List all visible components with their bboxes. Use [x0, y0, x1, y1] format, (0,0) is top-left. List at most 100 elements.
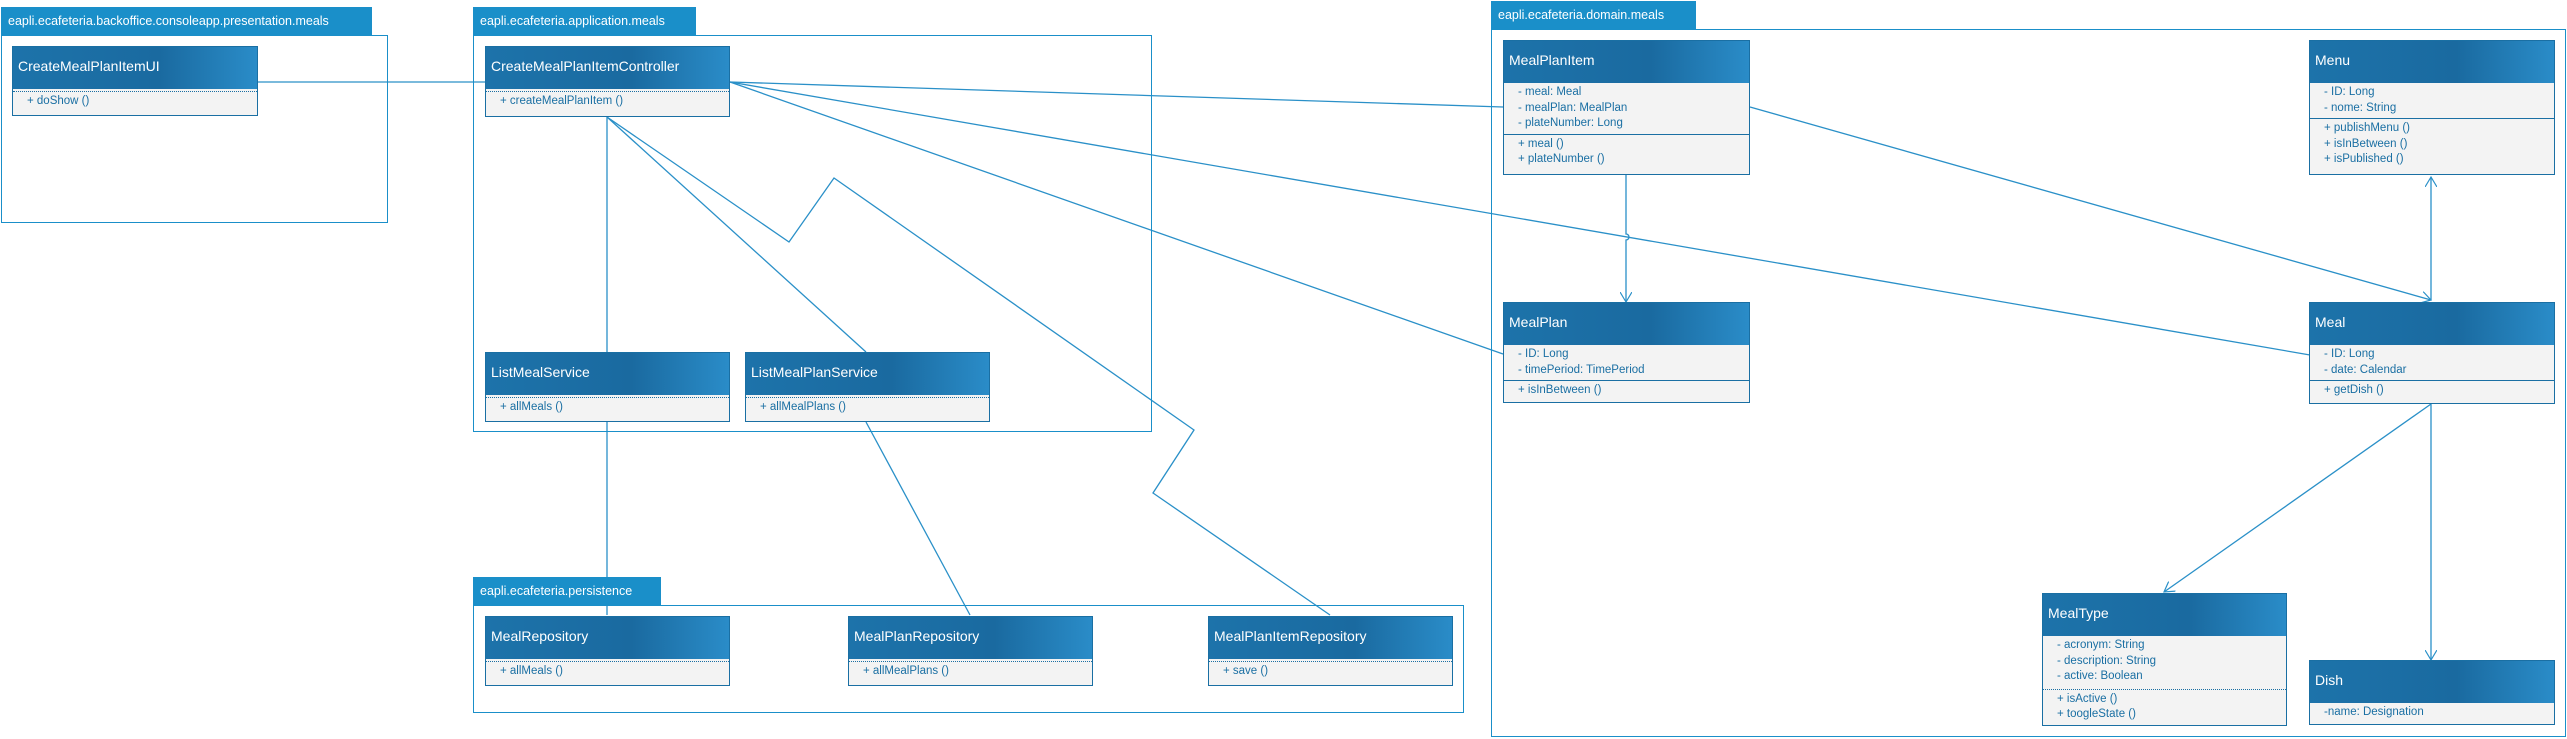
- controller-mealplan-link: [729, 81, 1504, 355]
- class-name: MealPlanItemRepository: [1209, 617, 1452, 659]
- methods: + isInBetween (): [1504, 381, 1749, 401]
- attributes: - meal: Meal - mealPlan: MealPlan - plat…: [1504, 83, 1749, 134]
- attribute: - mealPlan: MealPlan: [1518, 101, 1628, 114]
- method: + publishMenu (): [2324, 122, 2410, 134]
- attribute: - ID: Long: [1518, 348, 1569, 360]
- methods: + doShow (): [13, 92, 257, 112]
- methods: + allMealPlans (): [849, 662, 1092, 682]
- class-name: MealType: [2043, 594, 2286, 636]
- presentation-package-label: eapli.ecafeteria.backoffice.consoleapp.p…: [1, 7, 372, 35]
- class-name: Meal: [2310, 303, 2554, 345]
- attribute: - active: Boolean: [2057, 670, 2143, 682]
- divider: [2043, 688, 2286, 690]
- divider: [746, 397, 989, 398]
- attributes: - acronym: String - description: String …: [2043, 636, 2286, 687]
- method: + isPublished (): [2324, 153, 2404, 165]
- class-name: ListMealService: [486, 353, 729, 395]
- attributes: - ID: Long - date: Calendar: [2310, 345, 2554, 380]
- application-package-frame: [473, 35, 1152, 432]
- class-name: MealPlanItem: [1504, 41, 1749, 83]
- methods: + allMeals (): [486, 398, 729, 418]
- divider: [13, 91, 257, 92]
- mealplanitem-meal-arrow: [1749, 106, 2431, 300]
- class-name: MealRepository: [486, 617, 729, 659]
- divider: [1504, 133, 1749, 135]
- methods: + isActive () + toogleState (): [2043, 690, 2286, 725]
- persistence-package-label: eapli.ecafeteria.persistence: [473, 577, 661, 605]
- attribute: - ID: Long: [2324, 348, 2375, 360]
- mealplanitem-mealplan-arrow: [1626, 175, 1629, 302]
- attribute: - plateNumber: Long: [1518, 117, 1623, 129]
- method: + createMealPlanItem (): [500, 95, 624, 107]
- attribute: - ID: Long: [2324, 86, 2375, 98]
- list-meal-plan-service-class[interactable]: ListMealPlanService + allMealPlans (): [745, 352, 990, 422]
- persistence-package-frame: [473, 605, 1464, 713]
- presentation-package-frame: [1, 35, 388, 223]
- meal-mealtype-arrow: [2164, 403, 2432, 592]
- divider: [2310, 118, 2554, 119]
- attribute: - acronym: String: [2057, 639, 2145, 651]
- divider: [486, 91, 729, 92]
- method: + allMeals (): [500, 665, 563, 677]
- methods: + allMeals (): [486, 662, 729, 682]
- controller-mealplanitem-link: [729, 81, 1504, 108]
- menu-class[interactable]: Menu - ID: Long - nome: String + publish…: [2309, 40, 2555, 175]
- divider: [1209, 661, 1452, 662]
- methods: + allMealPlans (): [746, 398, 989, 418]
- controller-meal-link: [729, 81, 2311, 356]
- method: + plateNumber (): [1518, 153, 1605, 165]
- meal-plan-class[interactable]: MealPlan - ID: Long - timePeriod: TimePe…: [1503, 302, 1750, 403]
- controller-mealplanitemrepository-link: [606, 116, 1331, 616]
- methods: + getDish (): [2310, 381, 2554, 401]
- listmealplanservice-mealplanrepository-link: [865, 421, 971, 616]
- attribute: - meal: Meal: [1518, 86, 1582, 98]
- method: + getDish (): [2324, 384, 2384, 396]
- attributes: -name: Designation: [2310, 703, 2554, 723]
- method: + meal (): [1518, 137, 1564, 150]
- methods: + save (): [1209, 662, 1452, 682]
- method: + allMealPlans (): [760, 401, 846, 413]
- method: + toogleState (): [2057, 708, 2136, 720]
- class-name: Menu: [2310, 41, 2554, 83]
- attribute: - description: String: [2057, 654, 2157, 667]
- method: + doShow (): [27, 95, 90, 107]
- class-name: CreateMealPlanItemController: [486, 47, 729, 89]
- attribute: - date: Calendar: [2324, 363, 2407, 376]
- method: + allMealPlans (): [863, 665, 949, 677]
- method: + save (): [1223, 665, 1269, 677]
- class-name: MealPlan: [1504, 303, 1749, 345]
- meal-plan-repository-class[interactable]: MealPlanRepository + allMealPlans (): [848, 616, 1093, 686]
- attribute: -name: Designation: [2324, 706, 2424, 718]
- application-package-label: eapli.ecafeteria.application.meals: [473, 7, 696, 35]
- attribute: - nome: String: [2324, 101, 2397, 114]
- domain-package-label: eapli.ecafeteria.domain.meals: [1491, 1, 1696, 29]
- attributes: - ID: Long - nome: String: [2310, 83, 2554, 118]
- attribute: - timePeriod: TimePeriod: [1518, 363, 1645, 376]
- class-name: Dish: [2310, 661, 2554, 703]
- meal-class[interactable]: Meal - ID: Long - date: Calendar + getDi…: [2309, 302, 2555, 404]
- divider: [486, 397, 729, 398]
- class-name: ListMealPlanService: [746, 353, 989, 395]
- class-name: MealPlanRepository: [849, 617, 1092, 659]
- list-meal-service-class[interactable]: ListMealService + allMeals (): [485, 352, 730, 422]
- method: + allMeals (): [500, 401, 563, 413]
- dish-class[interactable]: Dish -name: Designation: [2309, 660, 2555, 725]
- method: + isInBetween (): [1518, 384, 1602, 396]
- controller-listmealplanservice-link: [606, 116, 867, 353]
- methods: + createMealPlanItem (): [486, 92, 729, 112]
- method: + isInBetween (): [2324, 137, 2408, 150]
- methods: + publishMenu () + isInBetween () + isPu…: [2310, 119, 2554, 170]
- divider: [1504, 380, 1749, 381]
- create-meal-plan-item-ui-class[interactable]: CreateMealPlanItemUI + doShow (): [12, 46, 258, 116]
- methods: + meal () + plateNumber (): [1504, 135, 1749, 170]
- attributes: - ID: Long - timePeriod: TimePeriod: [1504, 345, 1749, 380]
- meal-plan-item-class[interactable]: MealPlanItem - meal: Meal - mealPlan: Me…: [1503, 40, 1750, 175]
- divider: [2310, 380, 2554, 381]
- method: + isActive (): [2057, 692, 2118, 705]
- meal-type-class[interactable]: MealType - acronym: String - description…: [2042, 593, 2287, 726]
- meal-repository-class[interactable]: MealRepository + allMeals (): [485, 616, 730, 686]
- meal-plan-item-repository-class[interactable]: MealPlanItemRepository + save (): [1208, 616, 1453, 686]
- create-meal-plan-item-controller-class[interactable]: CreateMealPlanItemController + createMea…: [485, 46, 730, 117]
- domain-package-frame: [1491, 29, 2566, 737]
